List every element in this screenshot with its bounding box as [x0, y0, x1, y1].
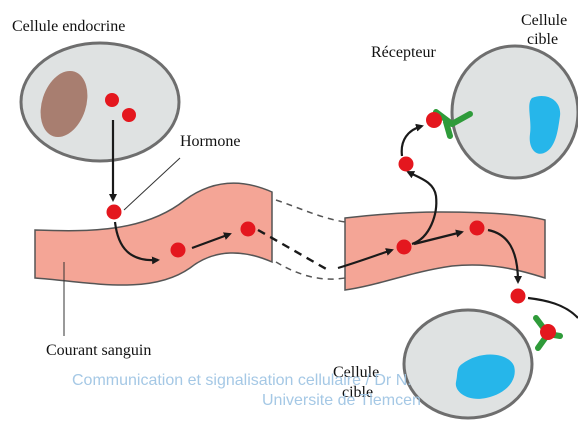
upward-to-receptor-arrow [402, 126, 422, 156]
blood-vessel-gap-bottom [276, 262, 345, 279]
watermark-line2: Universite de Tlemcen [262, 392, 421, 410]
hormone-pointer-line [124, 158, 180, 210]
hormone-molecule [107, 205, 122, 220]
blood-vessel-left [35, 183, 272, 285]
blood-vessel-gap-top [276, 200, 345, 222]
hormone-molecule [470, 221, 485, 236]
hormone-molecule [399, 157, 414, 172]
watermark-line1: Communication et signalisation cellulair… [72, 372, 412, 390]
hormone-molecule [511, 289, 526, 304]
hormone-molecule-bound-top [426, 112, 442, 128]
hormone-molecule [397, 240, 412, 255]
exit-to-bottom-cell-arrow [528, 298, 578, 318]
hormone-label: Hormone [180, 133, 240, 151]
hormone-molecule [171, 243, 186, 258]
target-cell-top-label-line2: cible [527, 31, 558, 49]
blood-vessel-right [345, 212, 545, 290]
endocrine-cell-label: Cellule endocrine [12, 18, 125, 36]
hormone-molecule-bound-bottom [540, 324, 556, 340]
hormone-molecule [241, 222, 256, 237]
receptor-label: Récepteur [371, 44, 436, 62]
hormone-molecule [105, 93, 119, 107]
blood-stream-label: Courant sanguin [46, 342, 151, 360]
hormone-molecule [122, 108, 136, 122]
target-cell-top-label-line1: Cellule [521, 12, 567, 30]
